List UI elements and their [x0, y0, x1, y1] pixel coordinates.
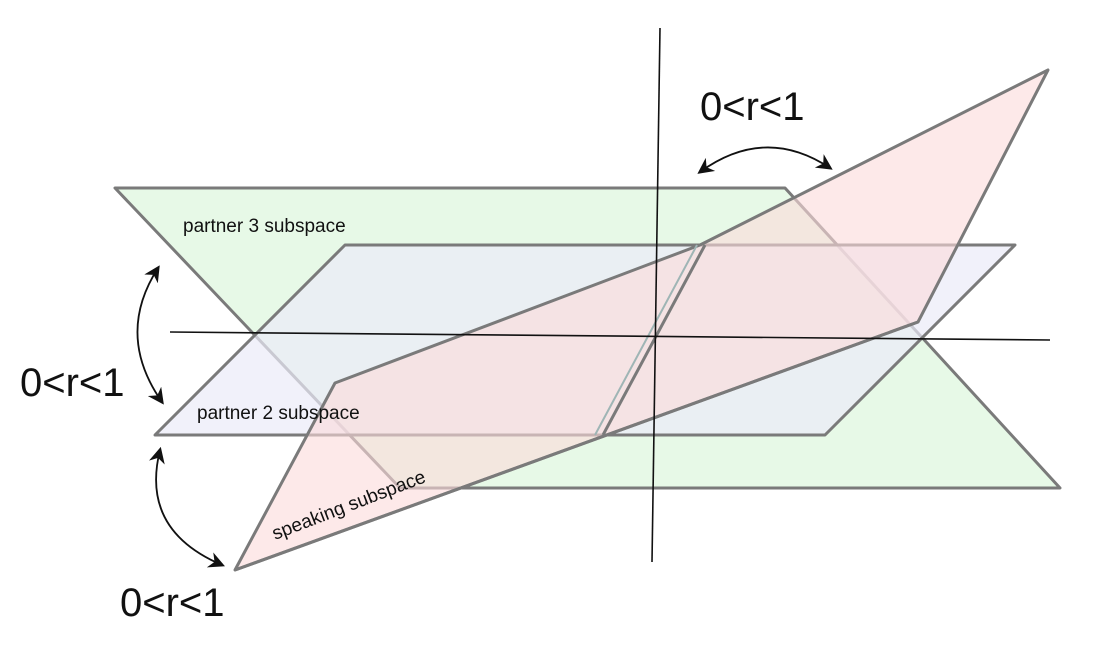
ratio-label-left: 0<r<1 [20, 361, 125, 405]
horizontal-axis [169, 331, 1051, 341]
speaking-lower-edge [234, 320, 919, 572]
rotation-arrow-bottom [149, 446, 225, 568]
vertical-axis [651, 27, 661, 563]
speaking-fold-edge-2 [594, 244, 698, 436]
partner-2-label: partner 2 subspace [197, 403, 360, 424]
rotation-arrow-left [136, 265, 164, 405]
rotation-arrow-top [697, 146, 833, 174]
ratio-label-top: 0<r<1 [700, 85, 805, 129]
speaking-fold-edge [601, 244, 707, 436]
ratio-label-bottom: 0<r<1 [120, 581, 225, 625]
partner-3-label: partner 3 subspace [183, 216, 346, 237]
